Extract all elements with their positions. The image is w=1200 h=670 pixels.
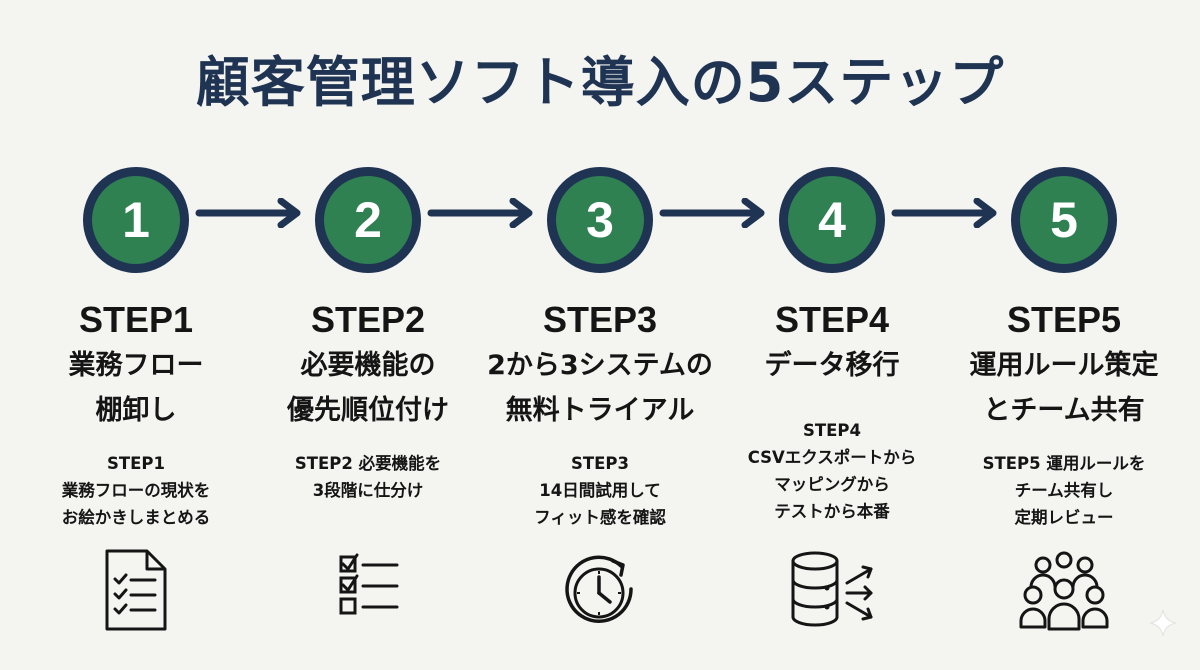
step-title-line: とチーム共有 [983, 395, 1145, 426]
description-line: 業務フローの現状を [61, 481, 211, 500]
description-line: テストから本番 [774, 502, 890, 521]
step-1-circle: 1 [83, 167, 189, 273]
team-icon [1019, 551, 1109, 631]
description-line: STEP2 必要機能を [294, 454, 442, 473]
database-export-icon [791, 551, 873, 627]
step-3-description: STEP3 14日間試用して フィット感を確認 [484, 450, 716, 531]
arrow-right-icon [427, 198, 533, 228]
step-3-label: STEP3 [542, 299, 658, 340]
step-3-circle: 3 [547, 167, 653, 273]
description-line: マッピングから [774, 475, 890, 494]
checklist-document-icon [105, 549, 167, 631]
description-line: 3段階に仕分け [312, 481, 424, 500]
step-title-line: 運用ルール策定 [969, 350, 1159, 381]
step-5-circle: 5 [1011, 167, 1117, 273]
clock-icon [565, 555, 633, 623]
description-line: STEP4 [803, 421, 861, 440]
step-1-description: STEP1 業務フローの現状を お絵かきしまとめる [20, 450, 252, 531]
description-line: 定期レビュー [1014, 508, 1114, 527]
description-line: STEP3 [571, 454, 629, 473]
arrow-right-icon [659, 198, 765, 228]
step-5-title: 運用ルール策定 とチーム共有 [948, 343, 1180, 433]
arrow-right-icon [195, 198, 301, 228]
description-line: STEP5 運用ルールを [982, 454, 1146, 473]
description-line: お絵かきしまとめる [61, 508, 211, 527]
step-title-line: 無料トライアル [505, 395, 695, 426]
step-title-line: 優先順位付け [287, 395, 449, 426]
step-1-label: STEP1 [78, 299, 194, 340]
step-4-circle: 4 [779, 167, 885, 273]
description-line: チーム共有し [1014, 481, 1114, 500]
step-4-label: STEP4 [774, 299, 890, 340]
step-title-line: 2から3システムの [487, 350, 713, 381]
description-line: STEP1 [107, 454, 165, 473]
step-1-title: 業務フロー 棚卸し [20, 343, 252, 433]
step-title-line: 棚卸し [95, 395, 177, 426]
step-4-title: データ移行 [716, 343, 948, 388]
page-title: 顧客管理ソフト導入の5ステップ [195, 51, 1005, 114]
step-5-label: STEP5 [1006, 299, 1122, 340]
step-title-line: データ移行 [764, 350, 900, 381]
step-5-description: STEP5 運用ルールを チーム共有し 定期レビュー [948, 450, 1180, 531]
step-2-label: STEP2 [310, 299, 426, 340]
step-2-circle: 2 [315, 167, 421, 273]
step-3-title: 2から3システムの 無料トライアル [484, 343, 716, 433]
arrow-right-icon [891, 198, 997, 228]
step-title-line: 必要機能の [300, 350, 436, 381]
step-title-line: 業務フロー [68, 350, 204, 381]
step-2-description: STEP2 必要機能を 3段階に仕分け [252, 450, 484, 504]
sparkle-icon [1149, 609, 1177, 637]
description-line: CSVエクスポートから [747, 448, 917, 467]
description-line: 14日間試用して [539, 481, 661, 500]
step-2-title: 必要機能の 優先順位付け [252, 343, 484, 433]
step-4-description: STEP4 CSVエクスポートから マッピングから テストから本番 [716, 417, 948, 525]
checkbox-list-icon [339, 553, 399, 615]
description-line: フィット感を確認 [534, 508, 666, 527]
